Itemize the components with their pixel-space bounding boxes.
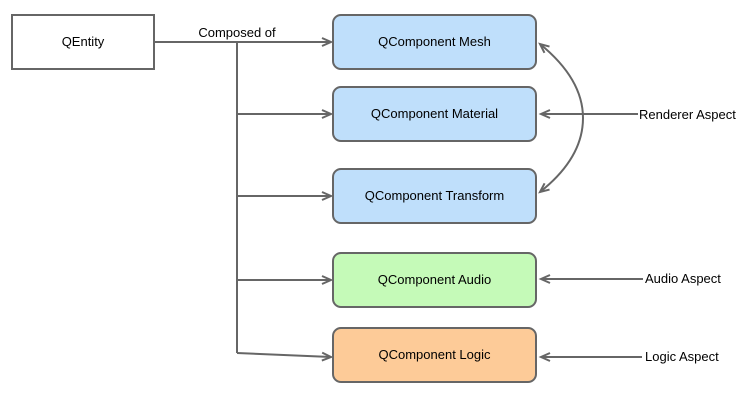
component-label-mesh: QComponent Mesh: [378, 33, 491, 49]
edge-renderer-aspect-to-transform-curve: [538, 117, 584, 194]
audio-aspect-label: Audio Aspect: [645, 271, 721, 286]
component-node-material: QComponent Material: [332, 86, 537, 142]
component-node-logic: QComponent Logic: [332, 327, 537, 383]
qentity-node: QEntity: [11, 14, 155, 70]
edge-branch-to-logic: [236, 351, 334, 362]
edge-renderer-aspect-to-mesh-curve: [538, 42, 584, 119]
composed-of-label: Composed of: [198, 25, 276, 40]
component-label-material: QComponent Material: [370, 105, 499, 121]
renderer-aspect-label: Renderer Aspect: [639, 107, 736, 122]
component-label-audio: QComponent Audio: [377, 271, 492, 287]
logic-aspect-label: Logic Aspect: [645, 349, 719, 364]
component-node-audio: QComponent Audio: [332, 252, 537, 308]
component-node-transform: QComponent Transform: [332, 168, 537, 224]
component-label-transform: QComponent Transform: [364, 187, 505, 203]
qentity-label: QEntity: [61, 33, 105, 49]
component-label-logic: QComponent Logic: [378, 346, 491, 362]
component-node-mesh: QComponent Mesh: [332, 14, 537, 70]
